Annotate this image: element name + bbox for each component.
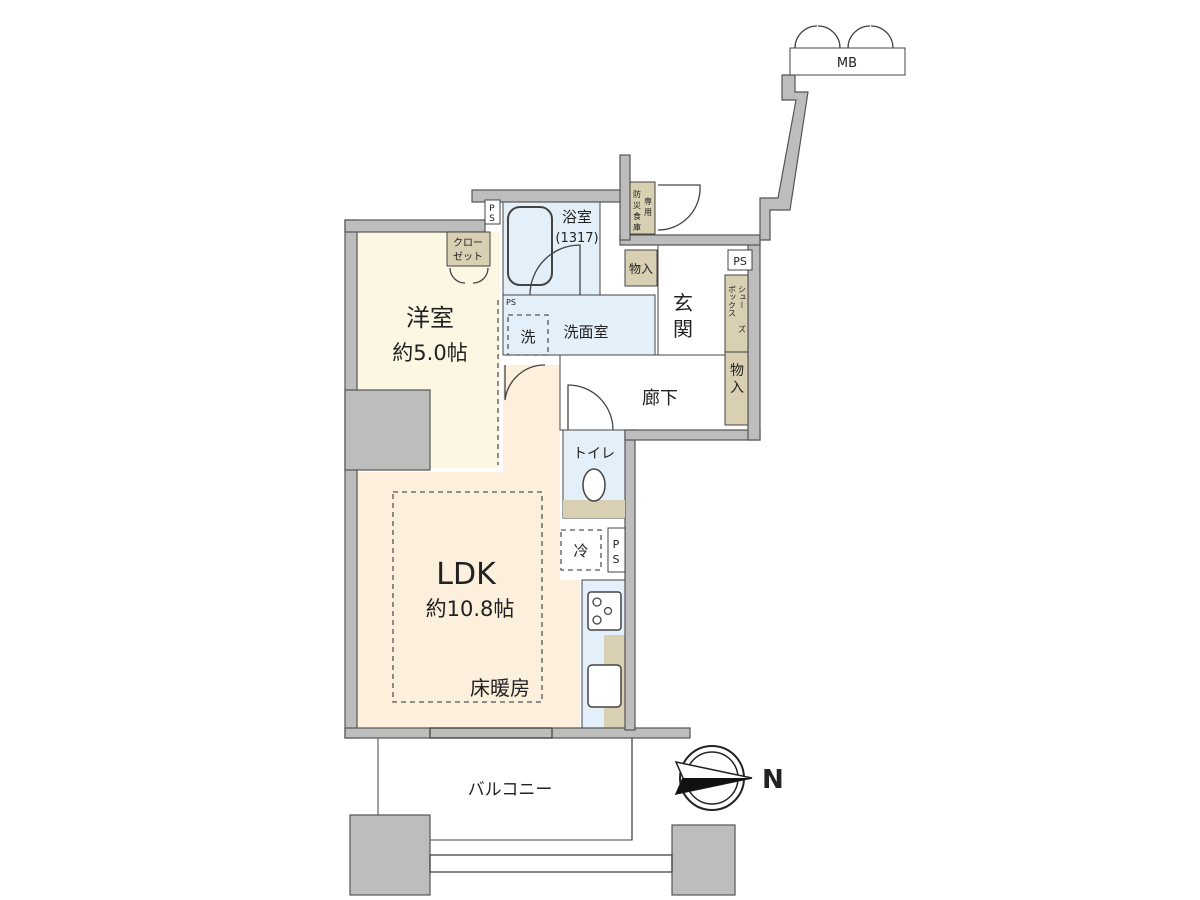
toilet-bowl (582, 468, 606, 502)
storage-hall (724, 351, 749, 426)
balcony-name: バルコニー (468, 780, 553, 800)
ps-washroom-label: PS (506, 298, 516, 307)
door-bath (529, 244, 581, 296)
wall-kitchen-east (624, 429, 636, 731)
disaster-storage-6: 用 (644, 208, 652, 217)
closet-label-2: ゼット (453, 251, 483, 263)
washer-space (507, 314, 549, 356)
disaster-storage-3: 食 (633, 211, 641, 221)
disaster-storage-4: 庫 (633, 222, 641, 232)
western-room-name: 洋室 (406, 304, 454, 332)
wall-column (344, 389, 431, 471)
ps-kitchen-label-p: P (613, 538, 620, 551)
door-entry (657, 184, 701, 231)
closet (446, 231, 491, 267)
wall-hall-south (624, 429, 761, 441)
storage-hall-label-2: 入 (730, 380, 744, 396)
storage-hall-label-1: 物 (730, 363, 744, 379)
bath-size: (1317) (555, 231, 598, 246)
wall-storage-top (619, 234, 761, 246)
sink (587, 664, 622, 708)
bath-name: 浴室 (562, 208, 592, 226)
meter-box-label: MB (837, 56, 857, 71)
wall-south (344, 727, 691, 739)
disaster-storage (629, 181, 656, 235)
fridge-label: 冷 (573, 542, 588, 560)
ps-kitchen-label-s: S (613, 553, 620, 566)
burner (592, 615, 602, 625)
storage-small (624, 249, 658, 287)
western-room-area: 約5.0帖 (392, 341, 467, 365)
washroom-name: 洗面室 (563, 323, 608, 341)
floor-heating-area (392, 491, 543, 703)
sliding-window (429, 727, 553, 739)
toilet-name: トイレ (573, 446, 615, 462)
door-toilet (567, 384, 614, 431)
door-closet (449, 267, 489, 284)
burner (603, 606, 613, 616)
wall-balcony-right (671, 824, 736, 896)
ps-kitchen (607, 527, 626, 573)
wall-west (344, 219, 358, 739)
door-western (504, 364, 546, 401)
north-arrow-icon: N (674, 745, 784, 811)
toilet-counter (563, 500, 625, 518)
shoe-box-label-3: ボックス (728, 285, 737, 317)
shoe-box-label-2: ズ (738, 324, 747, 333)
ldk-area: 約10.8帖 (426, 597, 515, 621)
entrance-label-2: 関 (673, 317, 693, 341)
meter-box-doors (794, 25, 894, 49)
ps-bath-label-p: P (489, 204, 495, 214)
closet-label-1: クロー (453, 237, 483, 249)
disaster-storage-2: 災 (633, 201, 641, 210)
bathtub (507, 206, 553, 286)
burner (592, 597, 602, 607)
hallway-name: 廊下 (642, 388, 678, 409)
balcony-rail (429, 854, 673, 873)
ps-bath-label-s: S (489, 214, 495, 224)
disaster-storage-1: 防 (633, 189, 641, 199)
ldk-floor (357, 365, 580, 728)
wall-entry-column (619, 154, 631, 241)
disaster-storage-5: 専 (644, 196, 652, 206)
wall-balcony-left (349, 814, 431, 896)
washer-label: 洗 (520, 328, 535, 346)
floor-heating-label: 床暖房 (470, 676, 530, 700)
hallway-floor (559, 354, 749, 431)
north-label: N (762, 765, 784, 795)
western-room-floor (357, 232, 500, 468)
ps-entrance-label: PS (733, 255, 747, 268)
ps-entrance (727, 249, 753, 271)
wall-north-western (344, 219, 486, 233)
ps-bath (484, 199, 501, 225)
wall-corridor-outside (759, 74, 809, 241)
entrance-label-1: 玄 (673, 291, 693, 315)
ldk-name: LDK (436, 557, 497, 592)
fridge-space (560, 529, 602, 571)
shoe-box-label-1: シュー (738, 285, 747, 309)
storage-small-label: 物入 (629, 262, 653, 276)
